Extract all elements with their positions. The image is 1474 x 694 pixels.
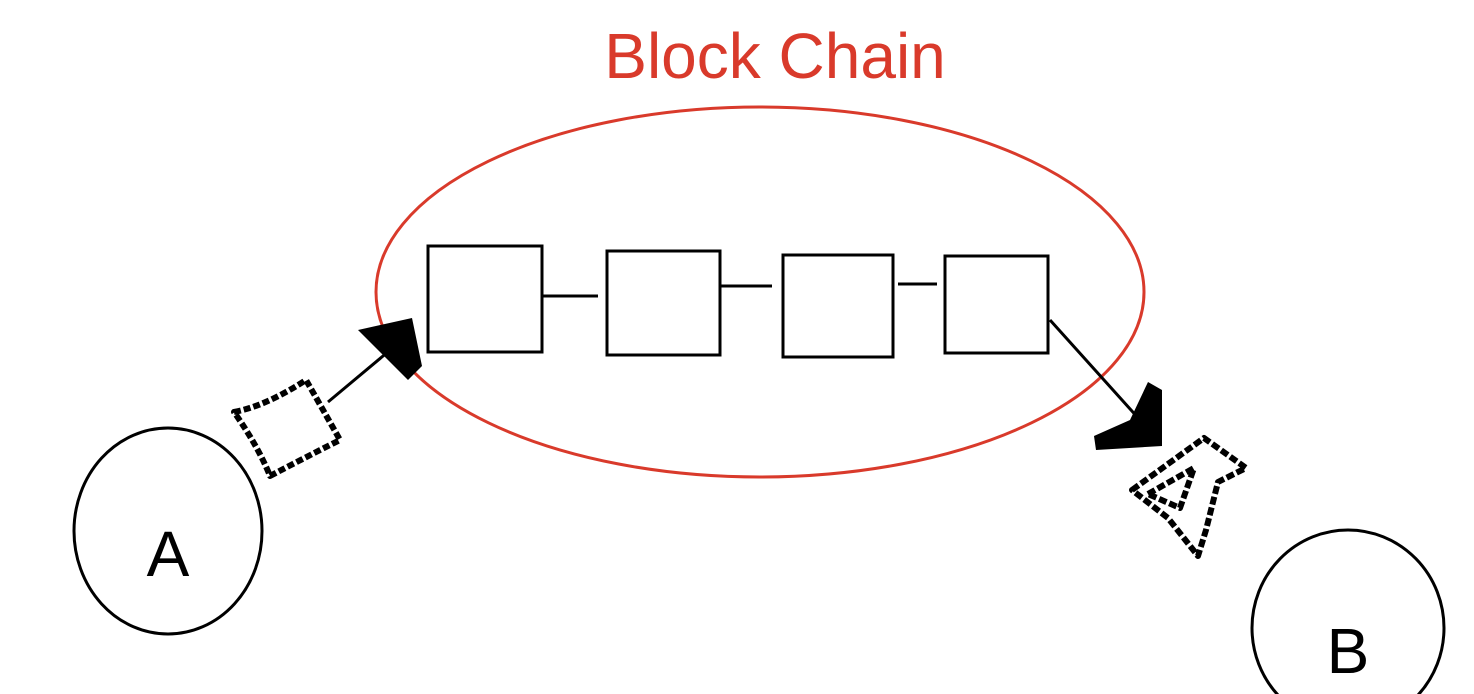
incoming-arrowhead-icon (358, 318, 422, 380)
outgoing-arrowhead-icon (1094, 382, 1162, 450)
blockchain-boundary (374, 105, 1146, 479)
node-a: A (72, 426, 264, 636)
block-4 (943, 254, 1050, 355)
block-1 (426, 244, 544, 354)
node-a-circle (72, 426, 264, 636)
outgoing-arrow-line (1048, 318, 1142, 422)
diagram-title: Block Chain (604, 20, 946, 92)
block-2 (605, 249, 722, 357)
block-chain-blocks (426, 244, 1050, 359)
node-b-circle (1250, 528, 1446, 694)
node-b-label: B (1327, 615, 1370, 687)
block-3 (781, 253, 895, 359)
outgoing-packet-icon (1129, 435, 1249, 559)
node-a-label: A (147, 518, 190, 590)
node-b: B (1250, 528, 1446, 694)
block-links (542, 282, 937, 298)
transaction-packet-icon (231, 377, 343, 479)
